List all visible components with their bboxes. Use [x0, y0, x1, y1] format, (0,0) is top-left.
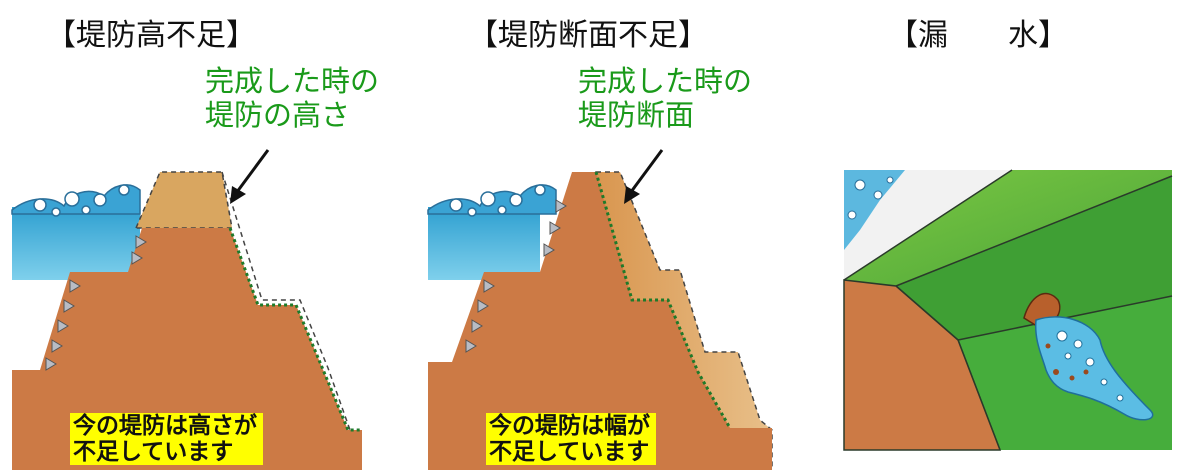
- callout-line-1: 完成した時の: [205, 64, 380, 98]
- callout-line-1: 完成した時の: [578, 64, 753, 98]
- note-line-2: 不足しています: [73, 439, 234, 465]
- panel-title-water-leakage: 【漏 水】: [888, 18, 1068, 53]
- river-water: [12, 207, 140, 280]
- levee-slope-grass: [896, 176, 1172, 340]
- callout-line-2: 堤防断面: [578, 98, 695, 132]
- note-line-1: 今の堤防は高さが: [73, 413, 257, 439]
- wave-crest: [11, 184, 141, 217]
- panel-title-levee-section-shortage: 【堤防断面不足】: [468, 18, 708, 53]
- callout-line-2: 堤防の高さ: [205, 98, 351, 132]
- note-height-shortage: 今の堤防は高さが不足しています: [70, 413, 263, 465]
- current-levee-body: [428, 172, 772, 470]
- river-water: [428, 207, 540, 280]
- panel-2-illustration: [427, 149, 773, 470]
- levee-crown-grass: [844, 170, 1172, 286]
- callout-arrow: [626, 149, 664, 197]
- callout-design-section: 完成した時の堤防断面: [578, 64, 752, 132]
- design-levee-profile: [134, 171, 233, 229]
- panel-title-levee-height-shortage: 【堤防高不足】: [46, 18, 256, 53]
- note-width-shortage: 今の堤防は幅が不足しています: [486, 413, 656, 465]
- current-levee-body: [12, 228, 362, 470]
- levee-cross-section: [843, 279, 1002, 451]
- note-line-1: 今の堤防は幅が: [489, 413, 650, 439]
- leaking-water: [1034, 316, 1154, 421]
- callout-arrow: [232, 149, 270, 197]
- note-line-2: 不足しています: [489, 439, 650, 465]
- callout-design-height: 完成した時の堤防の高さ: [205, 64, 379, 132]
- panel-1-illustration: [11, 149, 362, 470]
- panel-3-illustration: [843, 169, 1173, 451]
